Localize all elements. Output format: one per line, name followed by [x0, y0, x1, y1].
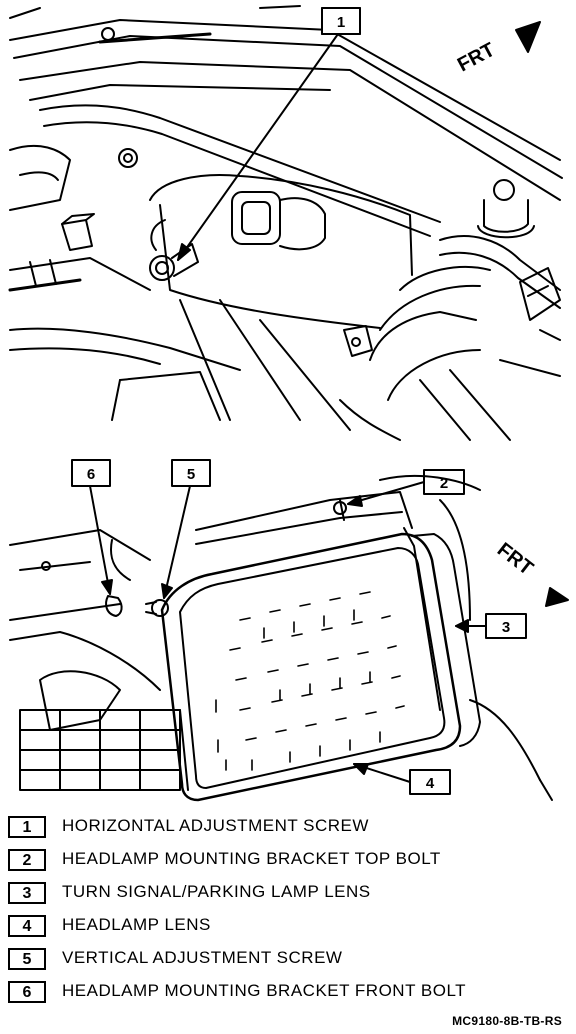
- legend-number: 2: [8, 849, 46, 871]
- legend-item: 1 HORIZONTAL ADJUSTMENT SCREW: [6, 812, 566, 845]
- legend-label: VERTICAL ADJUSTMENT SCREW: [62, 948, 343, 967]
- figure-reference-code: MC9180-8B-TB-RS: [452, 1014, 562, 1028]
- legend-number: 3: [8, 882, 46, 904]
- legend-item: 6 HEADLAMP MOUNTING BRACKET FRONT BOLT: [6, 977, 566, 1010]
- frt-arrow-icon: [515, 21, 541, 53]
- legend: 1 HORIZONTAL ADJUSTMENT SCREW 2 HEADLAMP…: [6, 812, 566, 1010]
- callout-number-4: 4: [426, 775, 435, 792]
- legend-number: 5: [8, 948, 46, 970]
- legend-label: TURN SIGNAL/PARKING LAMP LENS: [62, 882, 371, 901]
- legend-item: 2 HEADLAMP MOUNTING BRACKET TOP BOLT: [6, 845, 566, 878]
- upper-view: [8, 5, 563, 441]
- callout-5: [161, 485, 191, 599]
- callout-box-2: [423, 469, 465, 495]
- legend-label: HEADLAMP MOUNTING BRACKET TOP BOLT: [62, 849, 441, 868]
- lower-view: [9, 474, 553, 802]
- legend-label: HEADLAMP MOUNTING BRACKET FRONT BOLT: [62, 981, 467, 1000]
- frt-label-upper: FRT: [454, 39, 499, 77]
- callout-4: [353, 763, 411, 783]
- callout-number-2: 2: [440, 475, 448, 492]
- legend-number: 6: [8, 981, 46, 1003]
- callout-number-1: 1: [337, 14, 345, 31]
- legend-item: 4 HEADLAMP LENS: [6, 911, 566, 944]
- legend-item: 3 TURN SIGNAL/PARKING LAMP LENS: [6, 878, 566, 911]
- legend-label: HEADLAMP LENS: [62, 915, 211, 934]
- frt-arrow-icon-lower: [545, 587, 569, 607]
- callout-6: [89, 485, 113, 595]
- callout-2: [347, 481, 425, 507]
- callout-number-5: 5: [187, 466, 195, 483]
- headlamp-diagram: 1 2 3 4 5 6 FRT FRT: [8, 5, 569, 802]
- callout-1: [177, 7, 361, 261]
- frt-label-lower: FRT: [493, 539, 537, 580]
- legend-number: 4: [8, 915, 46, 937]
- legend-item: 5 VERTICAL ADJUSTMENT SCREW: [6, 944, 566, 977]
- callout-box-5: [171, 459, 211, 487]
- legend-number: 1: [8, 816, 46, 838]
- callout-number-3: 3: [502, 619, 510, 636]
- callout-box-4: [409, 769, 451, 795]
- legend-label: HORIZONTAL ADJUSTMENT SCREW: [62, 816, 369, 835]
- callout-box-1: [321, 7, 361, 35]
- callout-box-6: [71, 459, 111, 487]
- callout-box-3: [485, 613, 527, 639]
- callout-number-6: 6: [87, 466, 95, 483]
- callout-3: [455, 619, 487, 633]
